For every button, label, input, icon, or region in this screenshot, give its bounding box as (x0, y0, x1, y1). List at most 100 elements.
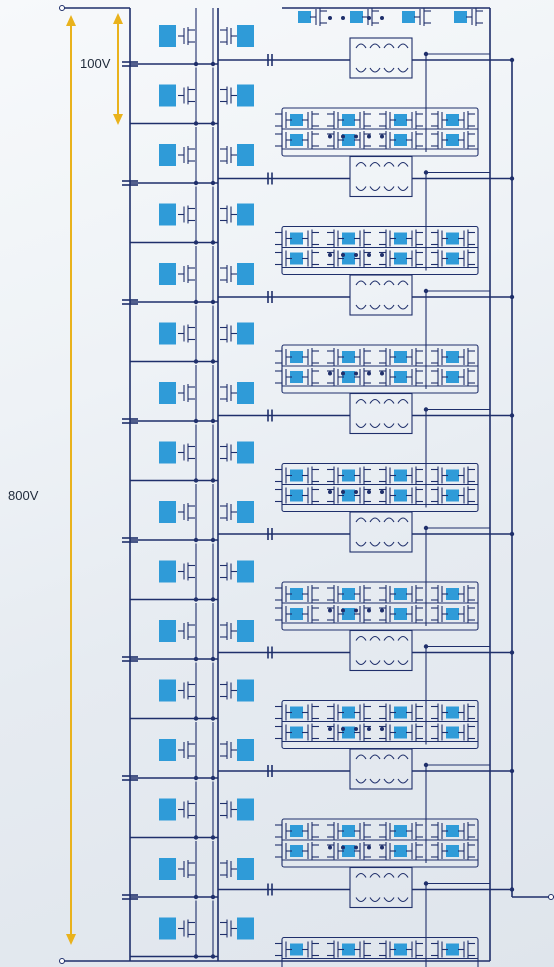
chip-icon (394, 232, 407, 245)
chip-icon (342, 489, 355, 502)
chip-icon (159, 322, 176, 345)
chip-icon (402, 11, 415, 23)
chip-icon (446, 825, 459, 837)
chip-icon (446, 232, 459, 245)
chip-icon (237, 679, 254, 702)
chip-icon (394, 252, 407, 265)
chip-icon (394, 943, 407, 956)
chip-icon (290, 489, 303, 502)
chip-icon (237, 25, 254, 47)
chip-icon (290, 726, 303, 739)
switch-cell (130, 186, 254, 245)
chip-icon (342, 943, 355, 956)
top-chip-row (282, 7, 490, 26)
chip-icon (159, 84, 176, 107)
chip-icon (159, 441, 176, 464)
chip-icon (446, 845, 459, 857)
chip-icon (394, 726, 407, 739)
chip-icon (394, 469, 407, 482)
transformer-block (349, 748, 413, 790)
cell-voltage-label: 100V (80, 56, 111, 71)
chip-icon (342, 608, 355, 620)
input-terminals (59, 5, 490, 964)
converter-cluster (218, 16, 515, 157)
switch-cell (122, 8, 254, 67)
chip-icon (446, 608, 459, 620)
transformer-block (349, 37, 413, 79)
converter-cluster (218, 134, 515, 276)
chip-icon (290, 469, 303, 482)
chip-icon (446, 489, 459, 502)
chip-icon (394, 489, 407, 502)
chip-icon (342, 114, 355, 126)
chip-icon (159, 858, 176, 880)
chip-icon (159, 739, 176, 761)
chip-icon (237, 263, 254, 285)
chip-icon (446, 371, 459, 383)
chip-icon (394, 608, 407, 620)
chip-icon (237, 203, 254, 226)
chip-icon (159, 917, 176, 940)
chip-icon (237, 560, 254, 583)
transformer-block (349, 866, 413, 909)
switch-cell (122, 365, 254, 424)
chip-icon (159, 382, 176, 404)
chip-icon (394, 588, 407, 600)
chip-icon (446, 943, 459, 956)
switch-cell (122, 722, 254, 781)
chip-icon (237, 620, 254, 642)
chip-icon (237, 382, 254, 404)
chip-icon (342, 232, 355, 245)
voltage-arrow-800v (66, 15, 76, 945)
chip-icon (446, 469, 459, 482)
converter-cluster (218, 490, 515, 631)
chip-icon (290, 371, 303, 383)
chip-icon (394, 706, 407, 719)
right-converter-column (218, 7, 515, 967)
chip-icon (159, 203, 176, 226)
chip-icon (342, 252, 355, 265)
switch-cell (130, 305, 254, 364)
switch-cell (130, 424, 254, 483)
chip-icon (290, 232, 303, 245)
chip-icon (237, 84, 254, 107)
chip-icon (237, 441, 254, 464)
switch-cell (130, 900, 254, 959)
chip-icon (394, 134, 407, 146)
chip-icon (159, 501, 176, 523)
chip-icon (342, 469, 355, 482)
chip-icon (342, 825, 355, 837)
left-switch-column (122, 8, 254, 959)
switch-cell (122, 603, 254, 662)
chip-icon (290, 706, 303, 719)
switch-cell (122, 841, 254, 900)
transformer-block (349, 274, 413, 316)
chip-icon (290, 943, 303, 956)
switch-cell (130, 543, 254, 602)
main-rails (129, 8, 554, 961)
chip-icon (342, 845, 355, 857)
chip-icon (446, 706, 459, 719)
converter-cluster (218, 845, 515, 967)
chip-icon (290, 252, 303, 265)
switch-cell (130, 781, 254, 840)
chip-icon (159, 620, 176, 642)
chip-icon (342, 371, 355, 383)
chip-icon (159, 560, 176, 583)
chip-icon (159, 263, 176, 285)
chip-icon (342, 351, 355, 363)
chip-icon (237, 917, 254, 940)
chip-icon (342, 706, 355, 719)
chip-icon (159, 679, 176, 702)
switch-cell (122, 484, 254, 543)
chip-icon (394, 351, 407, 363)
chip-icon (237, 739, 254, 761)
transformer-block (349, 511, 413, 553)
chip-icon (446, 252, 459, 265)
chip-icon (290, 588, 303, 600)
chip-icon (446, 351, 459, 363)
voltage-arrow-100v (113, 13, 123, 125)
chip-icon (342, 134, 355, 146)
converter-cluster (218, 253, 515, 394)
